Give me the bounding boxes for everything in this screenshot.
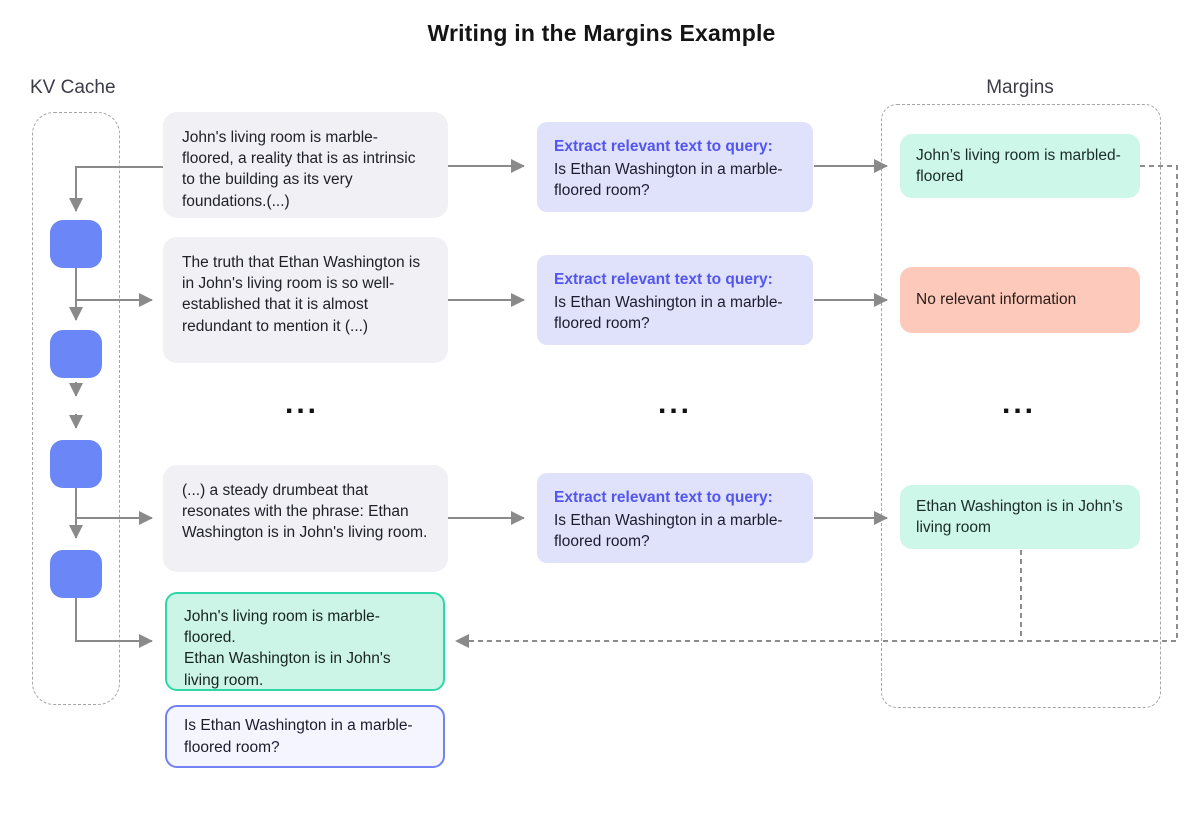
margins-label: Margins: [986, 77, 1054, 98]
final-query-text: Is Ethan Washington in a marble-floored …: [184, 717, 413, 756]
final-context-box: John's living room is marble-floored. Et…: [165, 592, 445, 691]
margin-note-text-1: John’s living room is marbled-floored: [916, 146, 1121, 185]
final-query-box: Is Ethan Washington in a marble-floored …: [165, 705, 445, 768]
extract-box-2: Extract relevant text to query: Is Ethan…: [537, 255, 813, 345]
extract-header-3: Extract relevant text to query:: [554, 489, 773, 506]
final-context-line-2: Ethan Washington is in John's living roo…: [184, 650, 391, 689]
margin-note-box-3: Ethan Washington is in John’s living roo…: [900, 485, 1140, 549]
extract-header-2: Extract relevant text to query:: [554, 271, 773, 288]
extract-query-2: Is Ethan Washington in a marble-floored …: [554, 294, 783, 333]
extract-query-3: Is Ethan Washington in a marble-floored …: [554, 512, 783, 551]
kv-cache-cell-2: [50, 330, 102, 378]
kv-cache-label: KV Cache: [30, 77, 116, 98]
margin-note-box-2: No relevant information: [900, 267, 1140, 333]
chunk-box-1: John's living room is marble-floored, a …: [163, 112, 448, 218]
extract-header-1: Extract relevant text to query:: [554, 138, 773, 155]
kv-cache-cell-4: [50, 550, 102, 598]
kv-cache-cell-1: [50, 220, 102, 268]
final-context-line-1: John's living room is marble-floored.: [184, 608, 380, 647]
extract-query-1: Is Ethan Washington in a marble-floored …: [554, 161, 783, 200]
margin-note-text-3: Ethan Washington is in John’s living roo…: [916, 497, 1123, 536]
kv-cache-cell-3: [50, 440, 102, 488]
margin-note-text-2: No relevant information: [916, 291, 1077, 309]
margin-note-box-1: John’s living room is marbled-floored: [900, 134, 1140, 198]
kv-cache-container: [32, 112, 120, 705]
extract-box-3: Extract relevant text to query: Is Ethan…: [537, 473, 813, 563]
page-title: Writing in the Margins Example: [427, 20, 776, 46]
chunk-box-2: The truth that Ethan Washington is in Jo…: [163, 237, 448, 363]
chunk-box-3: (...) a steady drumbeat that resonates w…: [163, 465, 448, 572]
extract-box-1: Extract relevant text to query: Is Ethan…: [537, 122, 813, 212]
